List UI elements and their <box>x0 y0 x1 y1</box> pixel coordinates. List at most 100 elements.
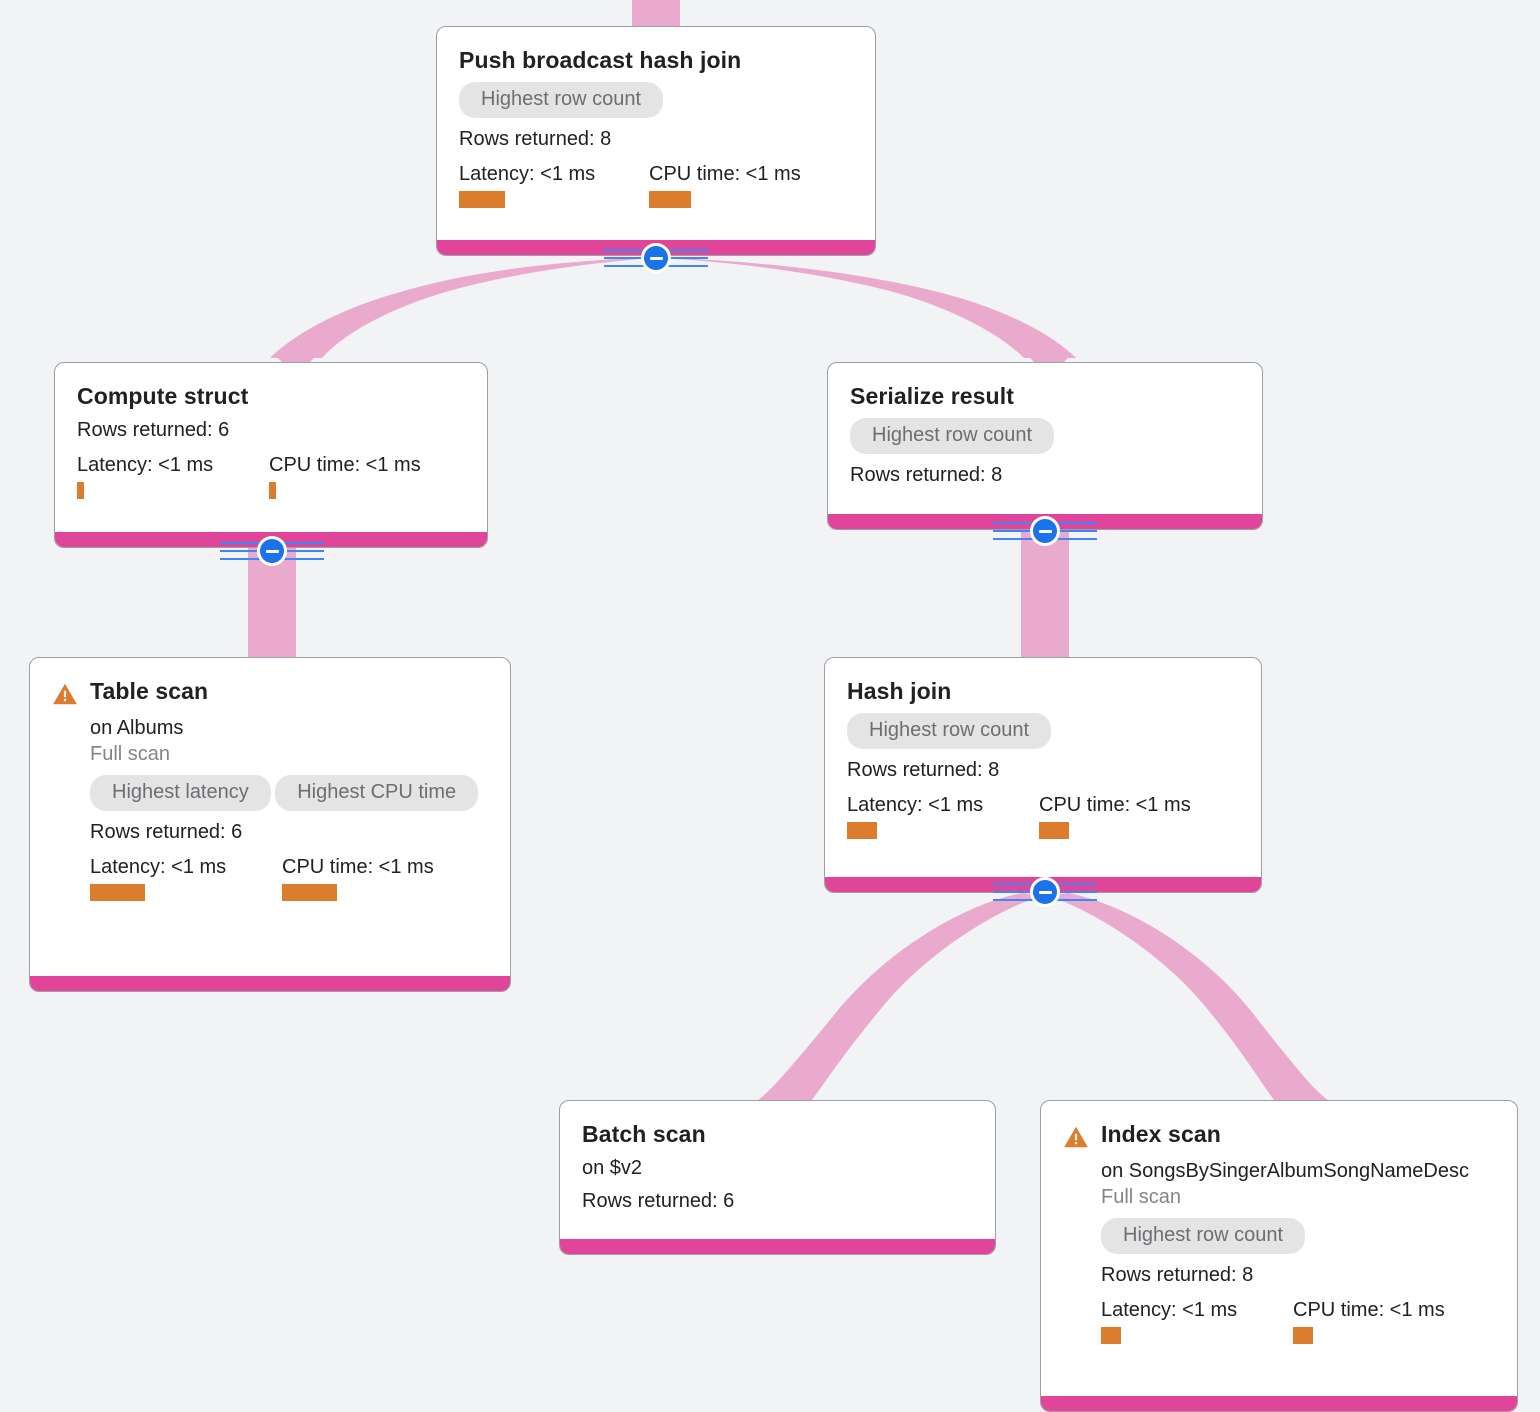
metrics-row: Latency: <1 ms CPU time: <1 ms <box>90 856 488 901</box>
node-body: Table scan on Albums Full scan Highest l… <box>30 658 510 976</box>
node-body: Compute struct Rows returned: 6 Latency:… <box>55 363 487 532</box>
metric-cpu-label: CPU time: <1 ms <box>1039 794 1191 817</box>
rows-returned: Rows returned: 6 <box>582 1190 735 1213</box>
plan-node-serialize-result[interactable]: Serialize result Highest row count Rows … <box>827 362 1263 530</box>
metric-cpu-time: CPU time: <1 ms <box>1293 1299 1445 1344</box>
plan-node-compute-struct[interactable]: Compute struct Rows returned: 6 Latency:… <box>54 362 488 548</box>
badge-highest-row-count: Highest row count <box>459 82 664 119</box>
node-details: on SongsBySingerAlbumSongNameDesc Full s… <box>1063 1150 1495 1344</box>
node-body: Index scan on SongsBySingerAlbumSongName… <box>1041 1101 1517 1396</box>
warning-icon <box>1063 1124 1089 1150</box>
minus-icon[interactable] <box>1030 516 1060 546</box>
node-title: Table scan <box>90 678 209 704</box>
edge-serialize-result-to-hash-join <box>1021 530 1069 662</box>
metric-cpu-time: CPU time: <1 ms <box>269 454 421 500</box>
metrics-row: Latency: <1 ms CPU time: <1 ms <box>847 794 1239 840</box>
node-accent-bar <box>560 1239 995 1254</box>
node-accent-bar <box>1041 1396 1517 1411</box>
node-body: Push broadcast hash join Highest row cou… <box>437 27 875 240</box>
minus-icon[interactable] <box>641 243 671 273</box>
plan-node-hash-join[interactable]: Hash join Highest row count Rows returne… <box>824 657 1262 893</box>
scan-target: on SongsBySingerAlbumSongNameDesc <box>1101 1160 1469 1182</box>
metric-latency-label: Latency: <1 ms <box>459 163 596 186</box>
metric-latency: Latency: <1 ms <box>847 794 1039 840</box>
node-title: Batch scan <box>582 1121 706 1147</box>
metric-cpu-bar <box>1039 822 1069 840</box>
node-accent-bar <box>30 976 510 991</box>
scan-target: on Albums <box>90 717 184 739</box>
edge-push-to-compute-struct <box>270 258 652 358</box>
node-title: Compute struct <box>77 383 249 409</box>
metric-cpu-label: CPU time: <1 ms <box>649 163 801 186</box>
metrics-row: Latency: <1 ms CPU time: <1 ms <box>1101 1299 1495 1344</box>
metric-latency-bar <box>90 884 145 901</box>
metrics-row: Latency: <1 ms CPU time: <1 ms <box>459 163 853 209</box>
badge-highest-row-count: Highest row count <box>850 418 1055 455</box>
metric-latency-bar <box>847 822 877 840</box>
rows-returned: Rows returned: 8 <box>1101 1264 1254 1286</box>
collapse-toggle-compute-struct[interactable] <box>220 536 324 566</box>
minus-icon[interactable] <box>1030 877 1060 907</box>
metric-latency-label: Latency: <1 ms <box>1101 1299 1238 1321</box>
minus-icon[interactable] <box>257 536 287 566</box>
badge-highest-row-count: Highest row count <box>1101 1218 1306 1254</box>
node-title-row: Batch scan <box>582 1121 973 1147</box>
rows-returned: Rows returned: 8 <box>459 128 612 151</box>
edge-push-to-serialize-result <box>660 258 1076 358</box>
collapse-toggle-hash-join[interactable] <box>993 877 1097 907</box>
metric-cpu-bar <box>282 884 337 901</box>
metrics-row: Latency: <1 ms CPU time: <1 ms <box>77 454 465 500</box>
scan-type: Full scan <box>1101 1186 1182 1208</box>
node-title: Push broadcast hash join <box>459 47 742 73</box>
plan-node-index-scan[interactable]: Index scan on SongsBySingerAlbumSongName… <box>1040 1100 1518 1412</box>
node-title-row: Serialize result <box>850 383 1240 409</box>
node-title-row: Compute struct <box>77 383 465 409</box>
scan-type: Full scan <box>90 743 171 765</box>
rows-returned: Rows returned: 6 <box>77 419 230 442</box>
node-title-row: Index scan <box>1063 1121 1495 1150</box>
metric-cpu-label: CPU time: <1 ms <box>1293 1299 1445 1321</box>
plan-node-batch-scan[interactable]: Batch scan on $v2 Rows returned: 6 <box>559 1100 996 1255</box>
metric-cpu-time: CPU time: <1 ms <box>649 163 801 209</box>
collapse-toggle-serialize-result[interactable] <box>993 516 1097 546</box>
metric-latency-label: Latency: <1 ms <box>77 454 214 477</box>
plan-node-push-broadcast-hash-join[interactable]: Push broadcast hash join Highest row cou… <box>436 26 876 256</box>
scan-target: on $v2 <box>582 1157 643 1180</box>
edge-hash-join-to-index-scan <box>1048 893 1328 1100</box>
metric-latency-bar <box>459 191 505 209</box>
node-title-row: Push broadcast hash join <box>459 47 853 73</box>
node-body: Batch scan on $v2 Rows returned: 6 <box>560 1101 995 1239</box>
rows-returned: Rows returned: 8 <box>847 759 1000 782</box>
metric-latency-bar <box>77 482 84 500</box>
metric-latency: Latency: <1 ms <box>77 454 269 500</box>
warning-icon <box>52 681 78 707</box>
metric-cpu-label: CPU time: <1 ms <box>269 454 421 477</box>
metric-cpu-bar <box>1293 1327 1313 1344</box>
node-details: on Albums Full scan Highest latency High… <box>52 707 488 901</box>
badge-highest-cpu-time: Highest CPU time <box>275 775 479 811</box>
metric-latency-label: Latency: <1 ms <box>847 794 984 817</box>
badge-highest-row-count: Highest row count <box>847 713 1052 750</box>
plan-node-table-scan[interactable]: Table scan on Albums Full scan Highest l… <box>29 657 511 992</box>
node-title: Index scan <box>1101 1121 1221 1147</box>
metric-cpu-time: CPU time: <1 ms <box>282 856 434 901</box>
metric-latency: Latency: <1 ms <box>459 163 649 209</box>
metric-latency-bar <box>1101 1327 1121 1344</box>
node-title: Serialize result <box>850 383 1014 409</box>
metric-cpu-label: CPU time: <1 ms <box>282 856 434 878</box>
rows-returned: Rows returned: 6 <box>90 821 243 843</box>
node-title-row: Table scan <box>52 678 488 707</box>
metric-latency: Latency: <1 ms <box>1101 1299 1293 1344</box>
metric-latency-label: Latency: <1 ms <box>90 856 227 878</box>
collapse-toggle-push-broadcast-hash-join[interactable] <box>604 243 708 273</box>
edge-hash-join-to-batch-scan <box>758 893 1042 1100</box>
metric-cpu-bar <box>649 191 691 209</box>
node-body: Hash join Highest row count Rows returne… <box>825 658 1261 877</box>
metric-cpu-time: CPU time: <1 ms <box>1039 794 1191 840</box>
badge-highest-latency: Highest latency <box>90 775 271 811</box>
metric-latency: Latency: <1 ms <box>90 856 282 901</box>
node-title-row: Hash join <box>847 678 1239 704</box>
rows-returned: Rows returned: 8 <box>850 464 1003 487</box>
node-body: Serialize result Highest row count Rows … <box>828 363 1262 514</box>
